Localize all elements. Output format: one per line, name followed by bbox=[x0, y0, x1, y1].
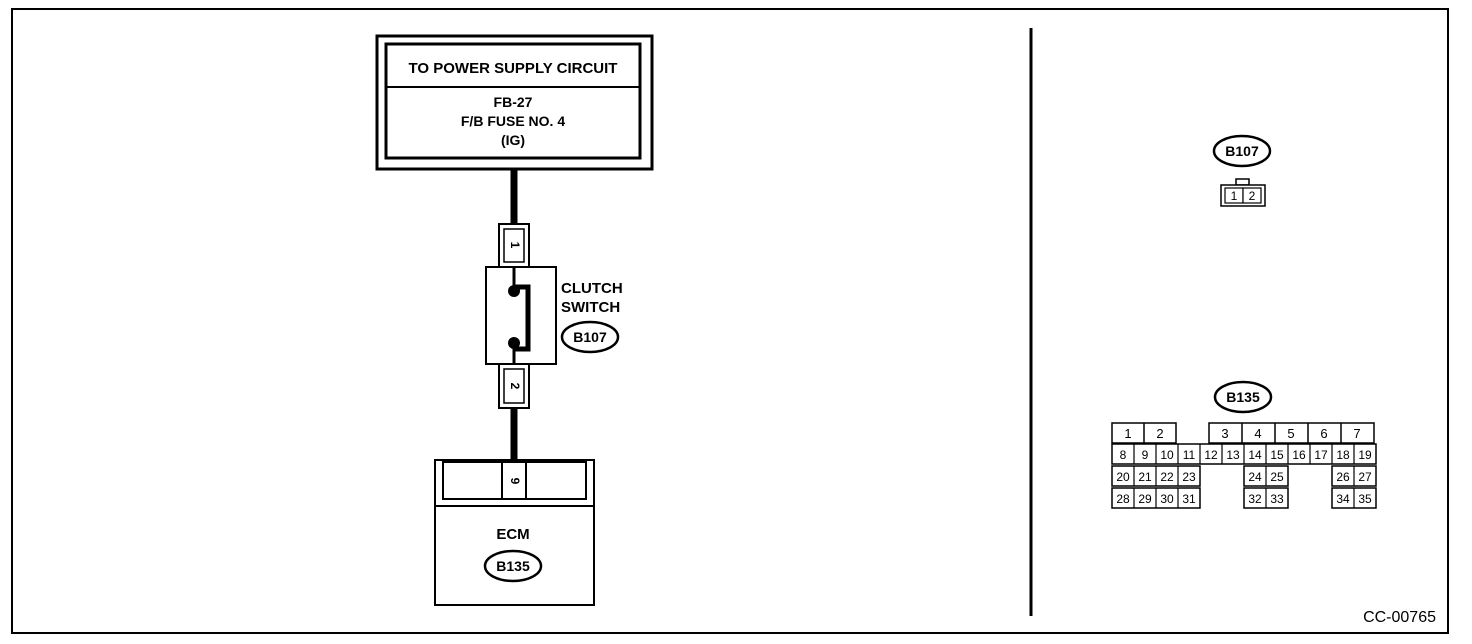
clutch-label: CLUTCH bbox=[561, 280, 623, 297]
b135-pin-13: 13 bbox=[1226, 448, 1240, 462]
b135-pin-28: 28 bbox=[1116, 492, 1130, 506]
clutch-switch-connector-id: B107 bbox=[573, 329, 607, 345]
b135-pin-26: 26 bbox=[1336, 470, 1350, 484]
clutch-switch-connector-badge: B107 bbox=[560, 320, 620, 354]
b135-pin-17: 17 bbox=[1314, 448, 1328, 462]
b135-pin-29: 29 bbox=[1138, 492, 1152, 506]
b135-pin-30: 30 bbox=[1160, 492, 1174, 506]
b135-pin-21: 21 bbox=[1138, 470, 1152, 484]
pin-2-label: 2 bbox=[508, 383, 522, 390]
b135-pin-15: 15 bbox=[1270, 448, 1284, 462]
b135-pin-7: 7 bbox=[1353, 426, 1360, 441]
connector-b135-view: B135 1 2 3 4 5 6 7 8 9 10 11 12 13 1 bbox=[1111, 380, 1377, 509]
clutch-switch-pin-2: 2 bbox=[498, 363, 530, 409]
switch-label: SWITCH bbox=[561, 299, 620, 316]
ecm-pin-label: 9 bbox=[508, 478, 522, 485]
b135-pin-33: 33 bbox=[1270, 492, 1284, 506]
b135-pin-5: 5 bbox=[1287, 426, 1294, 441]
connector-b107-view: B107 1 2 bbox=[1212, 134, 1272, 207]
figure-id: CC-00765 bbox=[1363, 609, 1436, 626]
diagram-frame bbox=[11, 8, 1449, 634]
b135-pin-19: 19 bbox=[1358, 448, 1372, 462]
fuse-id: FB-27 bbox=[494, 94, 533, 110]
connector-b107-title: B107 bbox=[1225, 143, 1259, 159]
clutch-switch bbox=[485, 266, 557, 365]
b135-pin-24: 24 bbox=[1248, 470, 1262, 484]
b135-pin-35: 35 bbox=[1358, 492, 1372, 506]
b135-pin-12: 12 bbox=[1204, 448, 1218, 462]
b135-pin-3: 3 bbox=[1221, 426, 1228, 441]
fuse-ignition: (IG) bbox=[501, 132, 525, 148]
b135-pin-31: 31 bbox=[1182, 492, 1196, 506]
b135-pin-25: 25 bbox=[1270, 470, 1284, 484]
ecm-unit: 9 ECM B135 bbox=[434, 459, 595, 606]
clutch-switch-pin-1: 1 bbox=[498, 223, 530, 268]
power-supply-header: TO POWER SUPPLY CIRCUIT bbox=[409, 60, 618, 77]
b135-pin-11: 11 bbox=[1183, 448, 1196, 462]
b135-pin-32: 32 bbox=[1248, 492, 1262, 506]
b107-pin-1: 1 bbox=[1231, 189, 1238, 203]
b135-pin-14: 14 bbox=[1248, 448, 1262, 462]
b135-pin-4: 4 bbox=[1254, 426, 1261, 441]
b135-pin-9: 9 bbox=[1142, 448, 1149, 462]
b135-pin-34: 34 bbox=[1336, 492, 1350, 506]
b135-pin-2: 2 bbox=[1156, 426, 1163, 441]
b135-pin-1: 1 bbox=[1124, 426, 1131, 441]
b135-pin-20: 20 bbox=[1116, 470, 1130, 484]
b135-pin-27: 27 bbox=[1358, 470, 1372, 484]
connector-b135-title: B135 bbox=[1226, 389, 1260, 405]
b135-pin-16: 16 bbox=[1292, 448, 1306, 462]
b107-pin-2: 2 bbox=[1249, 189, 1256, 203]
b135-pin-8: 8 bbox=[1120, 448, 1127, 462]
ecm-connector-id: B135 bbox=[496, 558, 530, 574]
b135-pin-23: 23 bbox=[1182, 470, 1196, 484]
b135-pin-22: 22 bbox=[1160, 470, 1174, 484]
b135-pin-10: 10 bbox=[1160, 448, 1174, 462]
pin-1-label: 1 bbox=[508, 242, 522, 249]
ecm-label: ECM bbox=[496, 526, 529, 543]
b135-pin-6: 6 bbox=[1320, 426, 1327, 441]
fuse-name: F/B FUSE NO. 4 bbox=[461, 113, 565, 129]
b135-cell bbox=[1208, 422, 1375, 444]
power-supply-box: TO POWER SUPPLY CIRCUIT FB-27 F/B FUSE N… bbox=[375, 34, 654, 171]
b135-pin-18: 18 bbox=[1336, 448, 1350, 462]
